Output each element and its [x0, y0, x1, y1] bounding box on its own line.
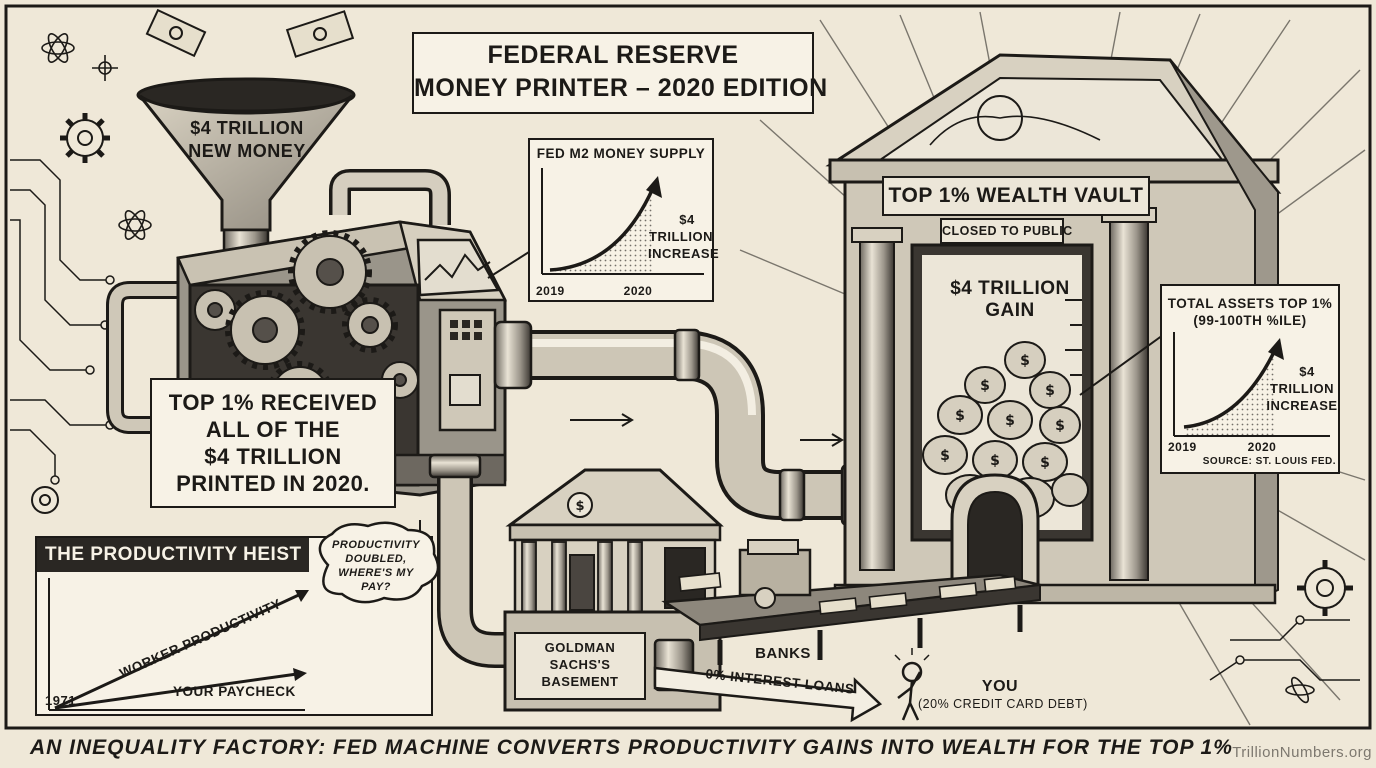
- svg-text:$: $: [1045, 383, 1055, 399]
- vault-sign: TOP 1% WEALTH VAULT: [882, 176, 1150, 216]
- goldman-line-1: GOLDMAN: [544, 640, 616, 655]
- goldman-plaque: GOLDMAN SACHS'S BASEMENT: [514, 632, 646, 700]
- received-line-1: TOP 1% RECEIVED: [168, 390, 378, 415]
- bubble-line-3: WHERE'S MY: [338, 567, 414, 579]
- svg-text:$: $: [940, 448, 950, 464]
- title-line-2: MONEY PRINTER – 2020 EDITION: [414, 74, 828, 102]
- goldman-line-3: BASEMENT: [541, 674, 619, 689]
- loans-arrow: [653, 666, 883, 723]
- total-assets-chart: TOTAL ASSETS TOP 1% (99-100TH %ILE) $4 T…: [1160, 284, 1340, 474]
- money-pipe-to-vault: [493, 320, 870, 527]
- goldman-line-2: SACHS'S: [549, 657, 611, 672]
- m2-chart-title: FED M2 MONEY SUPPLY: [536, 146, 706, 161]
- poster-frame: [4, 4, 1372, 730]
- machine-side-pipe: [109, 284, 178, 431]
- machine-top-pipe: [332, 172, 448, 225]
- worker-productivity-line: [54, 591, 304, 710]
- assets-x-end: 2020: [1247, 440, 1277, 454]
- title-box: FEDERAL RESERVE MONEY PRINTER – 2020 EDI…: [412, 32, 828, 114]
- svg-text:$: $: [990, 453, 1000, 469]
- m2-annot-1: $4: [679, 212, 695, 227]
- atom-icons: [41, 33, 1315, 704]
- you-debt-label: (20% CREDIT CARD DEBT): [918, 697, 1088, 711]
- m2-x-end: 2020: [623, 284, 653, 298]
- flying-bills: [145, 8, 355, 58]
- funnel-label-line-2: NEW MONEY: [188, 141, 306, 161]
- svg-text:$: $: [575, 499, 584, 514]
- m2-curve: [549, 187, 655, 272]
- assets-source: SOURCE: ST. LOUIS FED.: [1202, 456, 1336, 467]
- assets-annot-2: TRILLION: [1270, 381, 1334, 396]
- money-bags: [922, 341, 1089, 519]
- svg-text:$: $: [1055, 418, 1065, 434]
- assets-annot-3: INCREASE: [1266, 398, 1338, 413]
- closed-to-public-text: CLOSED TO PUBLIC: [942, 224, 1073, 238]
- circuit-traces: [10, 159, 1360, 681]
- heist-chart: [48, 578, 309, 711]
- heist-title: THE PRODUCTIVITY HEIST: [45, 544, 302, 565]
- assets-chart-plot: [1173, 332, 1330, 437]
- assets-curve: [1183, 349, 1277, 429]
- svg-text:$: $: [955, 408, 965, 424]
- thought-bubble: [318, 521, 440, 604]
- decorative-gear-icons: [31, 113, 1353, 616]
- vault-gain-line-2: GAIN: [985, 300, 1035, 321]
- assets-x-start: 2019: [1168, 440, 1197, 454]
- bubble-line-1: PRODUCTIVITY: [332, 539, 420, 551]
- m2-annot-3: INCREASE: [648, 246, 720, 261]
- m2-chart-plot: [541, 168, 704, 275]
- footer-caption: AN INEQUALITY FACTORY: FED MACHINE CONVE…: [30, 736, 1233, 759]
- assets-chart-title-2: (99-100TH %ILE): [1193, 313, 1307, 328]
- m2-money-supply-chart: FED M2 MONEY SUPPLY $4 TRILLION INCREASE…: [528, 138, 720, 302]
- received-line-3: $4 TRILLION: [204, 444, 342, 469]
- you-label: YOU: [981, 678, 1019, 695]
- top-1-percent-received-box: TOP 1% RECEIVED ALL OF THE $4 TRILLION P…: [150, 378, 396, 508]
- assets-annot-1: $4: [1299, 364, 1315, 379]
- assets-chart-connector: [1079, 329, 1171, 396]
- svg-text:$: $: [1040, 455, 1050, 471]
- funnel-label-line-1: $4 TRILLION: [190, 118, 304, 138]
- money-funnel: [136, 77, 356, 262]
- heist-title-bar: [37, 538, 309, 572]
- assets-chart-title-1: TOTAL ASSETS TOP 1%: [1167, 296, 1333, 311]
- watermark: TrillionNumbers.org: [1232, 744, 1372, 761]
- svg-text:$: $: [980, 378, 990, 394]
- your-paycheck-label: YOUR PAYCHECK: [173, 684, 296, 699]
- heist-year-label: 1971: [45, 693, 76, 708]
- vault-gain-line-1: $4 TRILLION: [950, 278, 1070, 299]
- you-person-figure: [894, 648, 930, 721]
- closed-to-public-sign: CLOSED TO PUBLIC: [940, 218, 1073, 244]
- m2-x-start: 2019: [536, 284, 565, 298]
- m2-annot-2: TRILLION: [649, 229, 713, 244]
- paycheck-line: [54, 672, 298, 710]
- received-line-2: ALL OF THE: [205, 417, 341, 442]
- svg-text:$: $: [1020, 353, 1030, 369]
- received-line-4: PRINTED IN 2020.: [176, 471, 370, 496]
- conveyor-belt: [661, 539, 1041, 665]
- svg-text:$: $: [1005, 413, 1015, 429]
- bubble-line-2: DOUBLED,: [345, 553, 407, 565]
- flow-arrows: [570, 413, 844, 447]
- money-pipe-to-goldman: [413, 453, 520, 668]
- title-line-1: FEDERAL RESERVE: [487, 41, 739, 69]
- vault-sign-text: TOP 1% WEALTH VAULT: [888, 184, 1144, 207]
- bubble-line-4: PAY?: [361, 581, 391, 593]
- banks-label: BANKS: [755, 645, 811, 662]
